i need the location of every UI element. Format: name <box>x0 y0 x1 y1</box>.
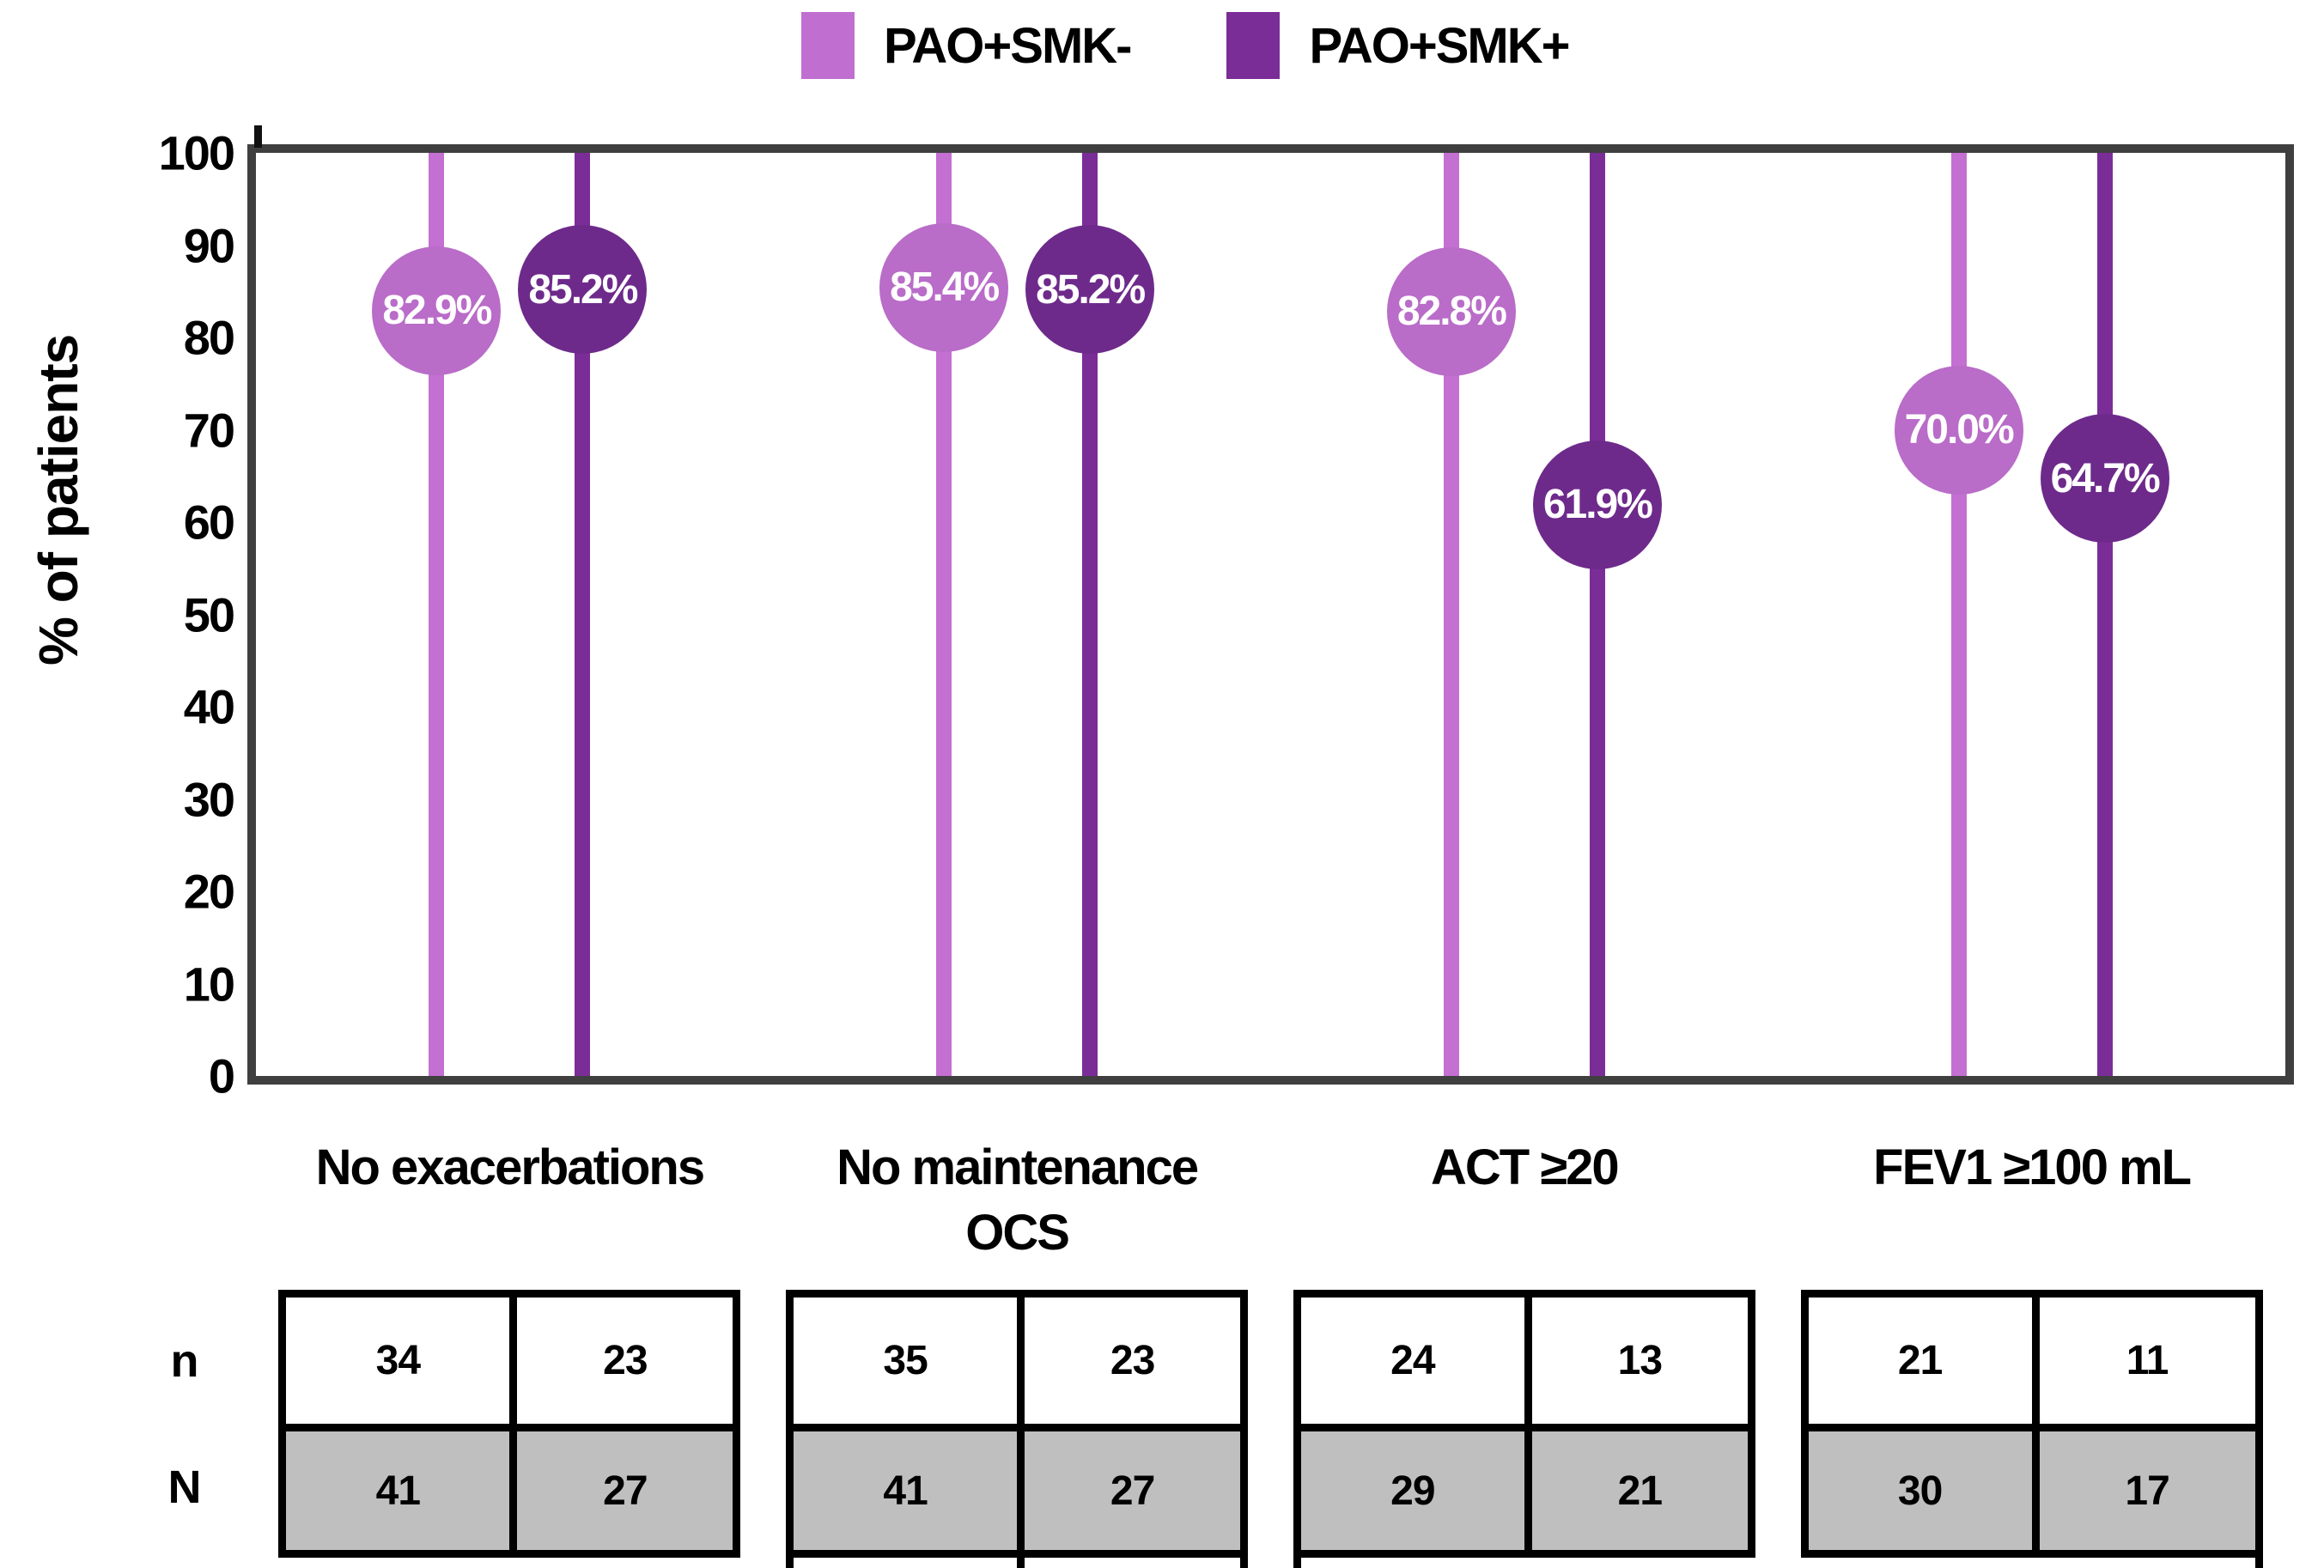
lollipop-stem-PAO+SMK--1 <box>936 153 952 1076</box>
legend-swatch-pao-smk-plus <box>1226 12 1281 79</box>
lollipop-stem-PAO+SMK+-1 <box>1082 153 1098 1076</box>
lollipop-dot-PAO+SMK+-0: 85.2% <box>518 225 648 355</box>
lollipop-dot-PAO+SMK--0: 82.9% <box>372 246 502 375</box>
count-cell: 23 <box>509 1298 733 1424</box>
y-tick-label-100: 100 <box>158 125 235 180</box>
lollipop-dot-PAO+SMK+-3: 64.7% <box>2040 414 2169 544</box>
lollipop-stem-PAO+SMK--3 <box>1950 153 1967 1076</box>
dot-value-label: 85.2% <box>528 266 638 313</box>
dot-value-label: 85.4% <box>890 264 1000 311</box>
y-axis-tick-100-mark <box>254 125 262 148</box>
y-tick-label-60: 60 <box>183 495 235 550</box>
count-cell: 30 <box>1808 1424 2032 1550</box>
count-cell: 23 <box>1017 1298 1241 1424</box>
count-cell: 24 <box>1300 1298 1524 1424</box>
count-cell: 11 <box>2031 1298 2255 1424</box>
y-tick-label-10: 10 <box>183 957 235 1011</box>
count-cell: 35 <box>794 1298 1018 1424</box>
table-cutoff-stub <box>1017 1558 1025 1568</box>
table-row-label-n: n <box>170 1334 199 1387</box>
y-tick-label-80: 80 <box>183 310 235 365</box>
y-tick-label-50: 50 <box>183 587 235 641</box>
lollipop-dot-PAO+SMK--3: 70.0% <box>1894 365 2023 495</box>
dot-value-label: 70.0% <box>1904 407 2015 453</box>
legend-item-pao-smk-plus: PAO+SMK+ <box>1226 12 1570 79</box>
category-label-line: No maintenance <box>837 1140 1199 1195</box>
dot-value-label: 85.2% <box>1036 266 1146 313</box>
count-cell: 41 <box>794 1424 1018 1550</box>
legend-swatch-pao-smk-minus <box>801 12 855 79</box>
legend-item-pao-smk-minus: PAO+SMK- <box>801 12 1132 79</box>
table-row-label-N: N <box>167 1461 202 1513</box>
count-cell: 13 <box>1524 1298 1748 1424</box>
count-cell: 41 <box>286 1424 510 1550</box>
y-axis-title: % of patients <box>27 334 89 665</box>
y-tick-label-40: 40 <box>183 679 235 734</box>
count-cell: 21 <box>1524 1424 1748 1550</box>
lollipop-dot-PAO+SMK--1: 85.4% <box>879 222 1009 352</box>
y-tick-label-70: 70 <box>183 403 235 457</box>
category-label-2: ACT ≥20 <box>1224 1135 1825 1200</box>
category-label-3: FEV1 ≥100 mL <box>1731 1135 2324 1200</box>
dot-value-label: 64.7% <box>2050 455 2161 501</box>
lollipop-dot-PAO+SMK--2: 82.8% <box>1386 246 1516 376</box>
category-label-line: OCS <box>965 1205 1070 1261</box>
y-tick-label-0: 0 <box>208 1048 235 1103</box>
y-tick-label-30: 30 <box>183 772 235 826</box>
lollipop-stem-PAO+SMK+-0 <box>575 153 591 1076</box>
count-cell: 34 <box>286 1298 510 1424</box>
lollipop-dot-PAO+SMK+-2: 61.9% <box>1532 440 1662 569</box>
y-tick-label-90: 90 <box>183 218 235 272</box>
category-label-line: FEV1 ≥100 mL <box>1873 1140 2192 1195</box>
table-cutoff-stub <box>2254 1558 2263 1568</box>
legend-label-pao-smk-plus: PAO+SMK+ <box>1309 17 1570 74</box>
table-cutoff-stub <box>1240 1558 1249 1568</box>
count-cell: 17 <box>2031 1424 2255 1550</box>
category-label-line: No exacerbations <box>315 1140 706 1195</box>
dot-value-label: 82.9% <box>382 288 492 334</box>
dot-value-label: 61.9% <box>1542 482 1653 528</box>
legend-label-pao-smk-minus: PAO+SMK- <box>884 17 1132 74</box>
count-cell: 27 <box>509 1424 733 1550</box>
lollipop-dot-PAO+SMK+-1: 85.2% <box>1025 225 1155 355</box>
dot-value-label: 82.8% <box>1396 289 1507 335</box>
lollipop-stem-PAO+SMK+-2 <box>1589 153 1605 1076</box>
count-cell: 27 <box>1017 1424 1241 1550</box>
table-cutoff-stub <box>786 1558 794 1568</box>
count-cell: 29 <box>1300 1424 1524 1550</box>
y-tick-label-20: 20 <box>183 864 235 919</box>
lollipop-stem-PAO+SMK--2 <box>1443 153 1459 1076</box>
legend: PAO+SMK- PAO+SMK+ <box>801 12 1570 79</box>
lollipop-stem-PAO+SMK+-3 <box>2096 153 2113 1076</box>
category-label-line: ACT ≥20 <box>1431 1140 1620 1195</box>
count-cell: 21 <box>1808 1298 2032 1424</box>
lollipop-stem-PAO+SMK--0 <box>429 153 445 1076</box>
category-label-0: No exacerbations <box>209 1135 810 1200</box>
table-cutoff-stub <box>1293 1558 1301 1568</box>
